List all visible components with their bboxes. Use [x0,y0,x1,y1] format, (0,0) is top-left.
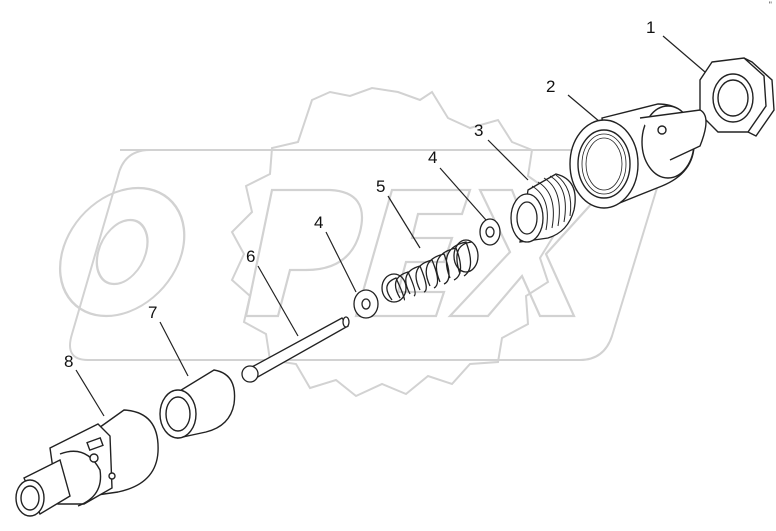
washer-lower-part [353,289,379,319]
hex-nut-part [699,57,775,137]
watermark-gear-outline [230,86,558,398]
callout-7: 7 [148,303,157,322]
leader-line-7 [159,321,189,377]
sleeve-part [159,369,236,439]
pin-part [241,316,350,383]
callout-2: 2 [546,77,555,96]
callout-4-lower: 4 [314,213,323,232]
leader-line-5 [387,195,421,249]
threaded-bushing-part [510,173,576,243]
opex-watermark [58,86,662,398]
callout-6: 6 [246,247,255,266]
callout-labels: 1 2 3 4 5 4 6 7 8 [64,18,655,371]
leader-line-8 [75,369,105,417]
leader-line-4a [439,167,487,221]
threaded-cap-part [569,103,707,209]
corner-mark: '' [768,0,772,10]
leader-line-2 [567,94,601,123]
washer-upper-part [479,218,501,246]
callout-5: 5 [376,177,385,196]
callout-3: 3 [474,121,483,140]
leader-lines [75,35,706,417]
leader-line-6 [257,265,299,337]
spring-part [381,239,479,303]
callout-1: 1 [646,18,655,37]
valve-body-part [15,409,159,517]
callout-8: 8 [64,352,73,371]
leader-line-1 [662,35,706,73]
watermark-letters [58,186,607,318]
leader-line-3 [487,139,529,181]
callout-4-upper: 4 [428,148,437,167]
leader-line-4b [325,231,357,293]
